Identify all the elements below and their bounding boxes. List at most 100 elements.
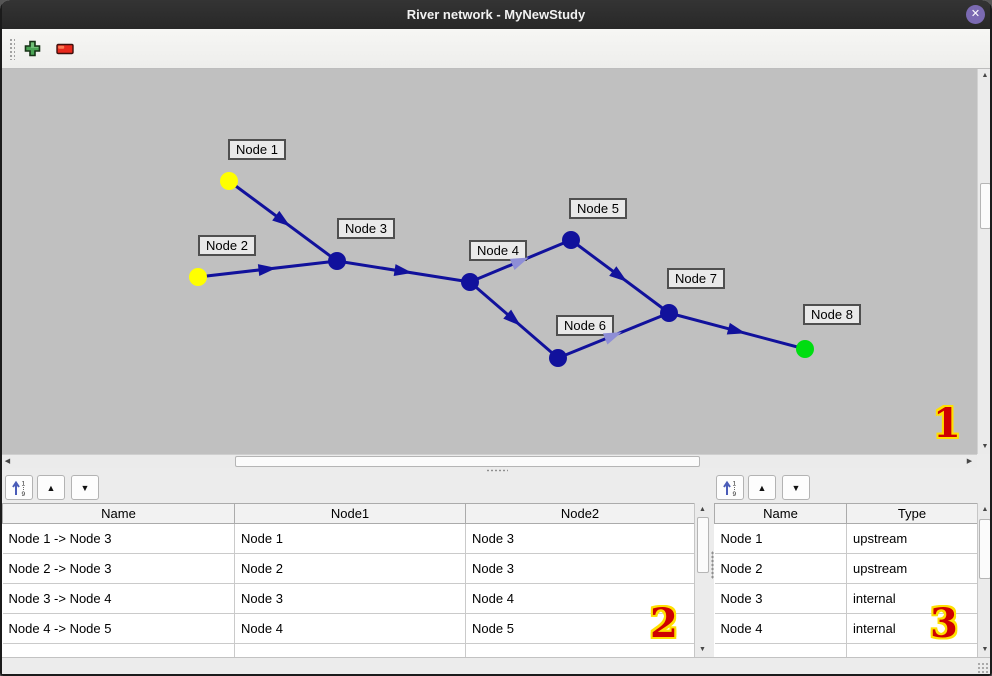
edge-table-scrollbar[interactable]: ▲ ▼ xyxy=(694,503,710,657)
move-down-icon: ▼ xyxy=(80,482,90,493)
canvas-vscroll-thumb[interactable] xyxy=(980,183,991,229)
empty-row xyxy=(2,643,695,657)
flow-arrow-icon xyxy=(257,264,277,276)
red-minus-icon xyxy=(56,43,74,54)
window-title: River network - MyNewStudy xyxy=(406,7,586,22)
scroll-up-icon[interactable]: ▲ xyxy=(699,506,706,513)
close-icon: ✕ xyxy=(970,8,981,20)
node-label[interactable]: Node 3 xyxy=(337,218,395,239)
table-cell[interactable]: Node 3 xyxy=(234,583,466,614)
remove-node-button[interactable] xyxy=(55,39,75,58)
scroll-up-icon[interactable]: ▲ xyxy=(981,72,989,79)
river-node[interactable] xyxy=(660,304,678,322)
splitter-grip-icon xyxy=(710,551,714,579)
move-up-icon: ▲ xyxy=(757,482,767,493)
resize-grip-icon[interactable] xyxy=(977,662,988,673)
river-node[interactable] xyxy=(549,349,567,367)
svg-text:9: 9 xyxy=(22,491,26,497)
title-bar[interactable]: River network - MyNewStudy ✕ xyxy=(0,0,992,29)
river-node[interactable] xyxy=(796,340,814,358)
flow-arrow-icon xyxy=(609,266,628,282)
table-cell[interactable]: Node 3 -> Node 4 xyxy=(2,583,235,614)
table-cell[interactable]: Node 4 xyxy=(234,613,466,644)
river-node[interactable] xyxy=(461,273,479,291)
table-cell[interactable]: Node 4 xyxy=(714,613,847,644)
node-label[interactable]: Node 1 xyxy=(228,139,286,160)
scroll-up-icon[interactable]: ▲ xyxy=(981,506,989,513)
table-cell[interactable]: upstream xyxy=(846,523,978,554)
edge-table-move-down-button[interactable]: ▼ xyxy=(71,475,99,500)
table-cell[interactable]: Node 1 xyxy=(234,523,466,554)
table-cell[interactable]: Node 3 xyxy=(465,553,695,584)
node-table-move-up-button[interactable]: ▲ xyxy=(748,475,776,500)
scroll-down-icon[interactable]: ▼ xyxy=(699,646,706,653)
table-cell[interactable]: Node 4 -> Node 5 xyxy=(2,613,235,644)
node-label[interactable]: Node 5 xyxy=(569,198,627,219)
table-cell xyxy=(714,643,847,657)
node-label[interactable]: Node 7 xyxy=(667,268,725,289)
node-label[interactable]: Node 2 xyxy=(198,235,256,256)
column-header[interactable]: Type xyxy=(846,503,978,524)
column-header[interactable]: Node1 xyxy=(234,503,466,524)
canvas-hscroll-thumb[interactable] xyxy=(235,456,700,467)
table-cell[interactable]: Node 1 -> Node 3 xyxy=(2,523,235,554)
table-cell xyxy=(465,643,695,657)
node-table-move-down-button[interactable]: ▼ xyxy=(782,475,810,500)
scroll-right-icon[interactable]: ▶ xyxy=(966,458,973,465)
vertical-splitter[interactable] xyxy=(710,503,714,657)
table-cell[interactable]: Node 5 xyxy=(465,613,695,644)
table-cell[interactable]: Node 3 xyxy=(465,523,695,554)
table-cell[interactable]: internal xyxy=(846,613,978,644)
horizontal-splitter[interactable] xyxy=(0,468,992,472)
close-button[interactable]: ✕ xyxy=(966,5,985,24)
table-cell[interactable]: Node 2 xyxy=(714,553,847,584)
table-cell xyxy=(234,643,466,657)
move-up-icon: ▲ xyxy=(46,482,56,493)
column-header[interactable]: Name xyxy=(2,503,235,524)
canvas-horizontal-scrollbar[interactable]: ◀ ▶ xyxy=(0,454,977,468)
table-cell[interactable]: Node 1 xyxy=(714,523,847,554)
edge-table-scroll-thumb[interactable] xyxy=(697,517,709,573)
node-table-sort-button[interactable]: 1 9 xyxy=(716,475,744,500)
table-cell[interactable]: Node 3 xyxy=(714,583,847,614)
table-cell[interactable]: upstream xyxy=(846,553,978,584)
scroll-down-icon[interactable]: ▼ xyxy=(981,646,989,653)
table-cell[interactable]: Node 2 -> Node 3 xyxy=(2,553,235,584)
table-cell[interactable]: internal xyxy=(846,583,978,614)
column-header[interactable]: Node2 xyxy=(465,503,695,524)
splitter-grip-icon xyxy=(486,469,508,472)
node-label[interactable]: Node 6 xyxy=(556,315,614,336)
add-node-button[interactable] xyxy=(22,39,42,58)
river-node[interactable] xyxy=(189,268,207,286)
green-plus-icon xyxy=(24,40,40,57)
column-header[interactable]: Name xyxy=(714,503,847,524)
flow-arrow-icon xyxy=(272,210,291,227)
node-label[interactable]: Node 8 xyxy=(803,304,861,325)
table-cell[interactable]: Node 4 xyxy=(465,583,695,614)
canvas-vertical-scrollbar[interactable]: ▲ ▼ xyxy=(977,69,992,454)
table-cell[interactable]: Node 2 xyxy=(234,553,466,584)
scroll-down-icon[interactable]: ▼ xyxy=(981,443,989,450)
scroll-left-icon[interactable]: ◀ xyxy=(4,458,11,465)
flow-arrow-icon xyxy=(393,264,413,277)
river-node[interactable] xyxy=(328,252,346,270)
node-table-scrollbar[interactable]: ▲ ▼ xyxy=(977,503,992,657)
node-label[interactable]: Node 4 xyxy=(469,240,527,261)
river-node[interactable] xyxy=(562,231,580,249)
edge-table-sort-button[interactable]: 1 9 xyxy=(5,475,33,500)
edge-table-move-up-button[interactable]: ▲ xyxy=(37,475,65,500)
node-table-scroll-thumb[interactable] xyxy=(979,519,991,579)
river-node[interactable] xyxy=(220,172,238,190)
network-canvas[interactable]: Node 1 Node 2 Node 3 Node 4 Node 5 Node 6 Node… xyxy=(0,69,977,454)
toolbar-drag-handle[interactable] xyxy=(9,38,15,60)
